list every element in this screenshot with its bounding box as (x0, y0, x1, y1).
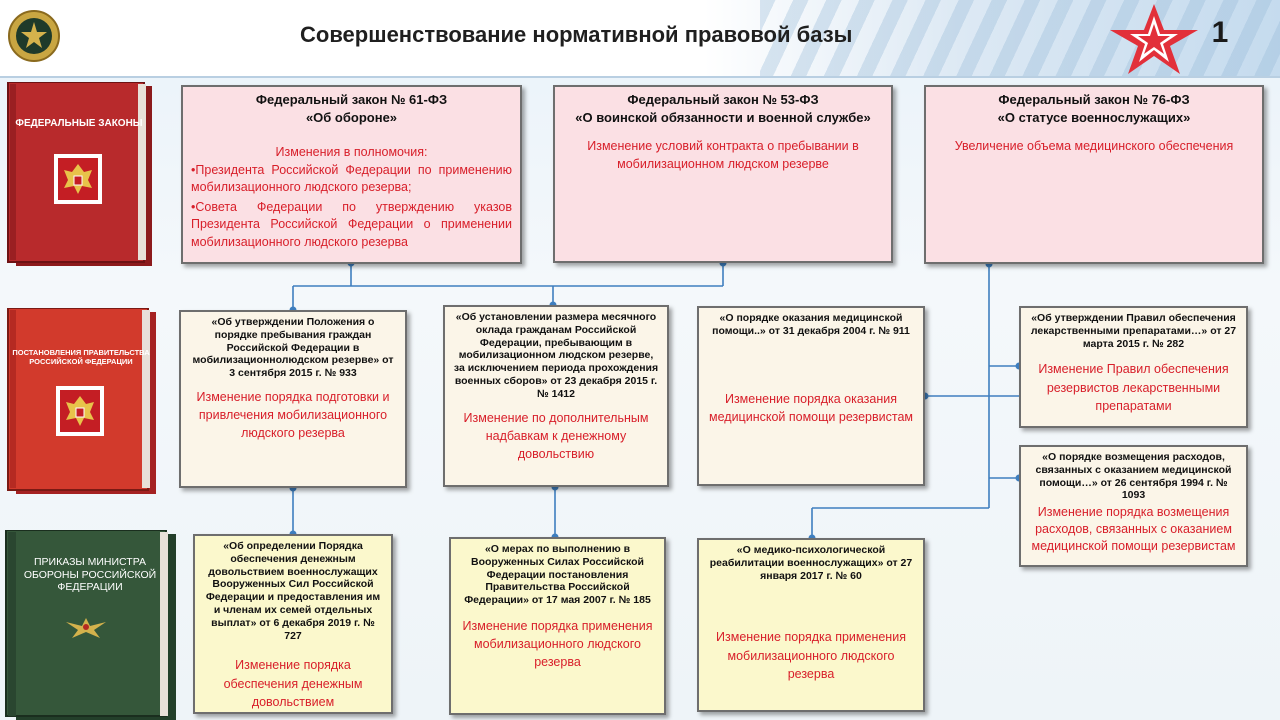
resolution-box-1412: «Об установлении размера месячного оклад… (443, 305, 669, 487)
coat-of-arms-icon (56, 386, 104, 436)
resolution-change: Изменение Правил обеспечения резервистов… (1029, 360, 1238, 414)
law-change: Увеличение объема медицинского обеспечен… (934, 138, 1254, 156)
law-change-intro: Изменения в полномочия: (191, 144, 512, 162)
law-change-item: •Совета Федерации по утверждению указов … (191, 199, 512, 252)
resolution-change: Изменение порядка подготовки и привлечен… (189, 388, 397, 442)
order-box-727: «Об определении Порядка обеспечения дене… (193, 534, 393, 714)
resolution-title: «Об утверждении Правил обеспечения лекар… (1029, 312, 1238, 350)
order-box-185: «О мерах по выполнению в Вооруженных Сил… (449, 537, 666, 715)
order-change: Изменение порядка обеспечения денежным д… (203, 656, 383, 710)
book-label-federal-laws: ФЕДЕРАЛЬНЫЕ ЗАКОНЫ (6, 118, 152, 130)
law-title: Федеральный закон № 61-ФЗ (191, 91, 512, 109)
order-change: Изменение порядка применения мобилизацио… (707, 628, 915, 682)
law-change: Изменение условий контракта о пребывании… (563, 138, 883, 173)
order-title: «О мерах по выполнению в Вооруженных Сил… (459, 543, 656, 607)
resolution-change: Изменение порядка возмещения расходов, с… (1029, 504, 1238, 555)
resolution-box-1093: «О порядке возмещения расходов, связанны… (1019, 445, 1248, 567)
order-title: «О медико-психологической реабилитации в… (707, 544, 915, 582)
law-subtitle: «О воинской обязанности и военной службе… (563, 109, 883, 127)
eagle-emblem-icon (64, 614, 108, 642)
resolution-change: Изменение по дополнительным надбавкам к … (453, 409, 659, 463)
book-label-government: ПОСТАНОВЛЕНИЯ ПРАВИТЕЛЬСТВА РОССИЙСКОЙ Ф… (6, 348, 156, 366)
resolution-title: «О порядке оказания медицинской помощи..… (707, 312, 915, 338)
resolution-change: Изменение порядка оказания медицинской п… (707, 390, 915, 426)
resolution-box-933: «Об утверждении Положения о порядке преб… (179, 310, 407, 488)
book-federal-laws: ФЕДЕРАЛЬНЫЕ ЗАКОНЫ (6, 82, 152, 268)
law-change-item: •Президента Российской Федерации по прим… (191, 162, 512, 197)
book-government-resolutions: ПОСТАНОВЛЕНИЯ ПРАВИТЕЛЬСТВА РОССИЙСКОЙ Ф… (6, 308, 156, 496)
law-box-53fz: Федеральный закон № 53-ФЗ «О воинской об… (553, 85, 893, 263)
book-orders: ПРИКАЗЫ МИНИСТРА ОБОРОНЫ РОССИЙСКОЙ ФЕДЕ… (4, 530, 176, 720)
law-title: Федеральный закон № 76-ФЗ (934, 91, 1254, 109)
law-subtitle: «Об обороне» (191, 109, 512, 127)
law-box-61fz: Федеральный закон № 61-ФЗ «Об обороне» И… (181, 85, 522, 264)
resolution-title: «Об утверждении Положения о порядке преб… (189, 316, 397, 380)
order-box-60: «О медико-психологической реабилитации в… (697, 538, 925, 712)
book-label-orders: ПРИКАЗЫ МИНИСТРА ОБОРОНЫ РОССИЙСКОЙ ФЕДЕ… (4, 556, 176, 594)
resolution-title: «О порядке возмещения расходов, связанны… (1029, 451, 1238, 502)
resolution-box-911: «О порядке оказания медицинской помощи..… (697, 306, 925, 486)
order-change: Изменение порядка применения мобилизацио… (459, 617, 656, 671)
resolution-box-282: «Об утверждении Правил обеспечения лекар… (1019, 306, 1248, 428)
order-title: «Об определении Порядка обеспечения дене… (203, 540, 383, 642)
coat-of-arms-icon (54, 154, 102, 204)
law-subtitle: «О статусе военнослужащих» (934, 109, 1254, 127)
law-title: Федеральный закон № 53-ФЗ (563, 91, 883, 109)
law-box-76fz: Федеральный закон № 76-ФЗ «О статусе вое… (924, 85, 1264, 264)
resolution-title: «Об установлении размера месячного оклад… (453, 311, 659, 401)
